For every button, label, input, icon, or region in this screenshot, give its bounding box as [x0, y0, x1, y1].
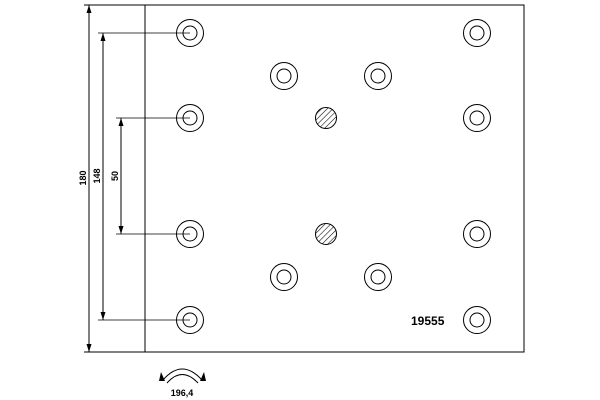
countersunk-hole	[176, 306, 204, 334]
countersunk-hole	[364, 263, 392, 291]
part-number: 19555	[411, 314, 445, 328]
countersunk-hole	[176, 220, 204, 248]
countersunk-hole	[176, 19, 204, 47]
dim-arc-width-label: 196,4	[171, 388, 194, 398]
countersunk-hole	[364, 62, 392, 90]
arc-width-symbol: 196,4	[159, 368, 206, 398]
hatched-hole	[315, 223, 337, 245]
countersunk-hole	[463, 220, 491, 248]
countersunk-hole	[463, 19, 491, 47]
countersunk-hole	[270, 62, 298, 90]
dim-outer-spacing-label: 148	[92, 168, 102, 183]
countersunk-hole	[463, 104, 491, 132]
countersunk-hole	[270, 263, 298, 291]
dimension-inner-bolt-spacing: 50	[110, 117, 190, 235]
lining-outline	[144, 4, 525, 353]
countersunk-hole	[176, 104, 204, 132]
dimension-overall-height: 180	[78, 4, 145, 353]
dim-overall-height-label: 180	[78, 170, 88, 185]
dimension-outer-bolt-spacing: 148	[92, 32, 190, 321]
countersunk-hole	[463, 306, 491, 334]
hatched-hole	[315, 107, 337, 129]
dim-inner-spacing-label: 50	[110, 171, 120, 181]
